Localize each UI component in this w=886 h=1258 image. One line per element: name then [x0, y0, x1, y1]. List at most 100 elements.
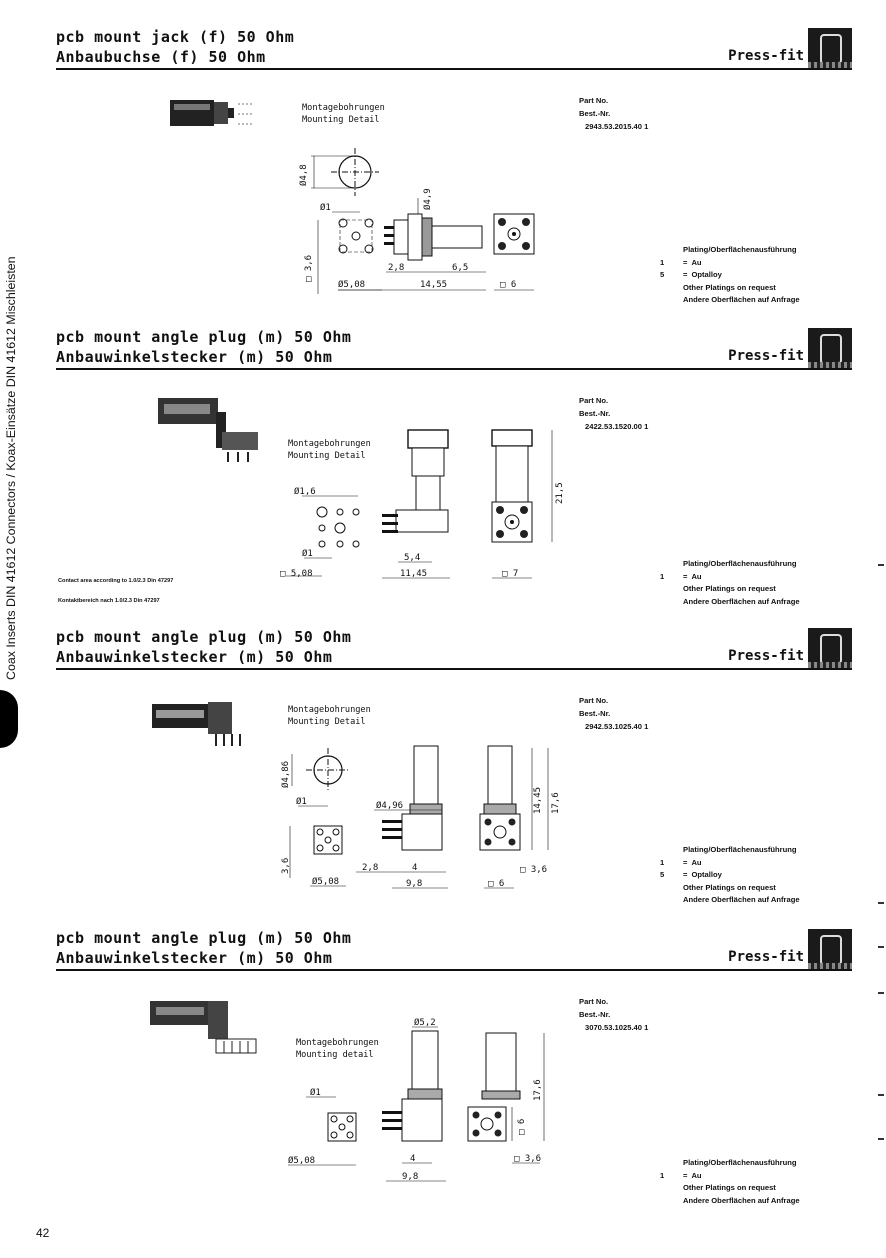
part-number: 2943.53.2015.40 1	[585, 122, 649, 131]
dimension-label: 17,6	[551, 792, 561, 814]
plating-option: Other Platings on request	[683, 584, 776, 593]
part-number-block: Part No. Best.-Nr. 3070.53.1025.40 1	[579, 995, 648, 1034]
dimension-label: 14,45	[533, 787, 543, 814]
part-number-block: Part No. Best.-Nr. 2942.53.1025.40 1	[579, 694, 648, 733]
mounting-detail-label: Montagebohrungen Mounting Detail	[288, 438, 371, 462]
dimension-label: □ 6	[517, 1119, 527, 1135]
plating-option: Andere Oberflächen auf Anfrage	[683, 596, 800, 606]
product-title-en: pcb mount angle plug (m) 50 Ohm	[56, 328, 352, 346]
page-number: 42	[36, 1226, 50, 1240]
technical-drawing-angle-plug-3: Ø1 Ø5,08 Ø5,2 4 9,8 □ 6 □ 3,6	[150, 1001, 545, 1182]
dimension-label: □ 6	[488, 879, 504, 889]
plating-header: Plating/Oberflächenausführung	[683, 845, 797, 854]
plating-option: Other Platings on request	[683, 282, 776, 292]
mounting-type-label: Press-fit	[728, 949, 804, 965]
dimension-label: □ 6	[500, 280, 516, 290]
dimension-label: □ 3,6	[514, 1154, 541, 1164]
chapter-tab-marker	[0, 690, 18, 748]
part-label-de: Best.-Nr.	[579, 109, 611, 118]
section-divider	[56, 68, 852, 70]
mounting-detail-en: Mounting Detail	[288, 451, 366, 461]
plating-header: Plating/Oberflächenausführung	[683, 559, 797, 568]
dimension-label: 21,5	[555, 482, 565, 504]
dimension-label: Ø1,6	[294, 486, 316, 497]
part-number: 2422.53.1520.00 1	[585, 422, 649, 431]
technical-drawing-jack: Ø4,8 □ 3,6 Ø1 Ø5,08 Ø4,9 2,8 6,5 14,55	[170, 100, 535, 294]
part-label-en: Part No.	[579, 396, 609, 405]
press-fit-logo-icon	[808, 929, 852, 971]
scan-mark	[878, 564, 884, 566]
plating-option: 1=Au	[660, 857, 702, 867]
mounting-detail-label: Montagebohrungen Mounting Detail	[288, 704, 371, 728]
dimension-label: Ø5,08	[312, 876, 339, 887]
dimension-label: Ø5,08	[288, 1155, 315, 1166]
plating-option: Andere Oberflächen auf Anfrage	[683, 895, 800, 904]
dimension-label: 14,55	[420, 280, 447, 290]
contact-note-de: Kontaktbereich nach 1.0/2.3 Din 47297	[58, 598, 160, 604]
dimension-label: □ 7	[502, 569, 518, 579]
contact-note-en: Contact area according to 1.0/2.3 Din 47…	[58, 578, 174, 584]
part-number-block: Part No. Best.-Nr. 2422.53.1520.00 1	[579, 394, 648, 433]
part-label-en: Part No.	[579, 997, 609, 1006]
dimension-label: Ø1	[296, 796, 307, 807]
product-section-angle-plug-1: pcb mount angle plug (m) 50 Ohm Anbauwin…	[56, 328, 852, 628]
dimension-label: 11,45	[400, 569, 427, 579]
dimension-label: 2,8	[388, 263, 404, 273]
dimension-label: 5,4	[404, 553, 420, 563]
product-title-en: pcb mount angle plug (m) 50 Ohm	[56, 929, 352, 947]
mounting-detail-de: Montagebohrungen	[302, 103, 385, 113]
mounting-detail-en: Mounting detail	[296, 1050, 374, 1060]
product-section-angle-plug-2: pcb mount angle plug (m) 50 Ohm Anbauwin…	[56, 628, 852, 928]
plating-option: Andere Oberflächen auf Anfrage	[683, 1195, 800, 1205]
product-title-en: pcb mount jack (f) 50 Ohm	[56, 28, 295, 46]
part-label-de: Best.-Nr.	[579, 709, 611, 718]
plating-option: Other Platings on request	[683, 1183, 776, 1192]
part-label-en: Part No.	[579, 96, 609, 105]
plating-option: 5=Optalloy	[660, 270, 722, 279]
catalog-side-label-text: Coax Inserts DIN 41612 Connectors / Koax…	[4, 256, 18, 680]
mounting-type-label: Press-fit	[728, 648, 804, 664]
part-label-de: Best.-Nr.	[579, 409, 611, 418]
product-section-angle-plug-3: pcb mount angle plug (m) 50 Ohm Anbauwin…	[56, 929, 852, 1229]
plating-options: Plating/Oberflächenausführung 1=Au 5=Opt…	[654, 244, 800, 307]
dimension-label: Ø5,08	[338, 279, 365, 290]
dimension-label: Ø4,8	[298, 164, 309, 186]
press-fit-logo-icon	[808, 328, 852, 370]
product-section-jack: pcb mount jack (f) 50 Ohm Anbaubuchse (f…	[56, 28, 852, 328]
section-divider	[56, 969, 852, 971]
press-fit-logo-icon	[808, 28, 852, 70]
scan-mark	[878, 946, 884, 948]
mounting-type-label: Press-fit	[728, 48, 804, 64]
dimension-label: □ 3,6	[520, 865, 547, 875]
part-label-en: Part No.	[579, 696, 609, 705]
product-title-de: Anbauwinkelstecker (m) 50 Ohm	[56, 648, 333, 666]
dimension-label: 4	[412, 863, 417, 873]
dimension-label: Ø4,9	[422, 188, 433, 210]
part-number: 2942.53.1025.40 1	[585, 722, 649, 731]
plating-option: 1=Au	[660, 571, 702, 581]
plating-options: Plating/Oberflächenausführung 1=Au Other…	[654, 558, 800, 608]
product-photo-angle-plug-2	[152, 702, 241, 746]
mounting-type-label: Press-fit	[728, 348, 804, 364]
part-label-de: Best.-Nr.	[579, 1010, 611, 1019]
part-number-block: Part No. Best.-Nr. 2943.53.2015.40 1	[579, 94, 648, 133]
product-title-de: Anbaubuchse (f) 50 Ohm	[56, 48, 266, 66]
product-title-de: Anbauwinkelstecker (m) 50 Ohm	[56, 348, 333, 366]
plating-header: Plating/Oberflächenausführung	[683, 1158, 797, 1167]
plating-option: 1=Au	[660, 257, 702, 267]
mounting-detail-de: Montagebohrungen	[288, 439, 371, 449]
scan-mark	[878, 1094, 884, 1096]
technical-drawing-angle-plug-1: Ø1,6 Ø1 □ 5,08 5,4 11,45	[158, 398, 565, 579]
section-divider	[56, 368, 852, 370]
mounting-detail-de: Montagebohrungen	[296, 1038, 379, 1048]
plating-option: 1=Au	[660, 1170, 702, 1180]
dimension-label: Ø4,86	[280, 761, 291, 788]
dimension-label: 6,5	[452, 263, 468, 273]
product-photo-angle-plug-3	[150, 1001, 257, 1054]
technical-drawing-angle-plug-2: Ø4,86 Ø1 3,6 Ø5,08 Ø4,96 2,8 4 9,8	[152, 702, 561, 889]
scan-mark	[878, 902, 884, 904]
section-divider	[56, 668, 852, 670]
plating-option: Other Platings on request	[683, 882, 776, 892]
dimension-label: Ø1	[302, 548, 313, 559]
scan-mark	[878, 1138, 884, 1140]
